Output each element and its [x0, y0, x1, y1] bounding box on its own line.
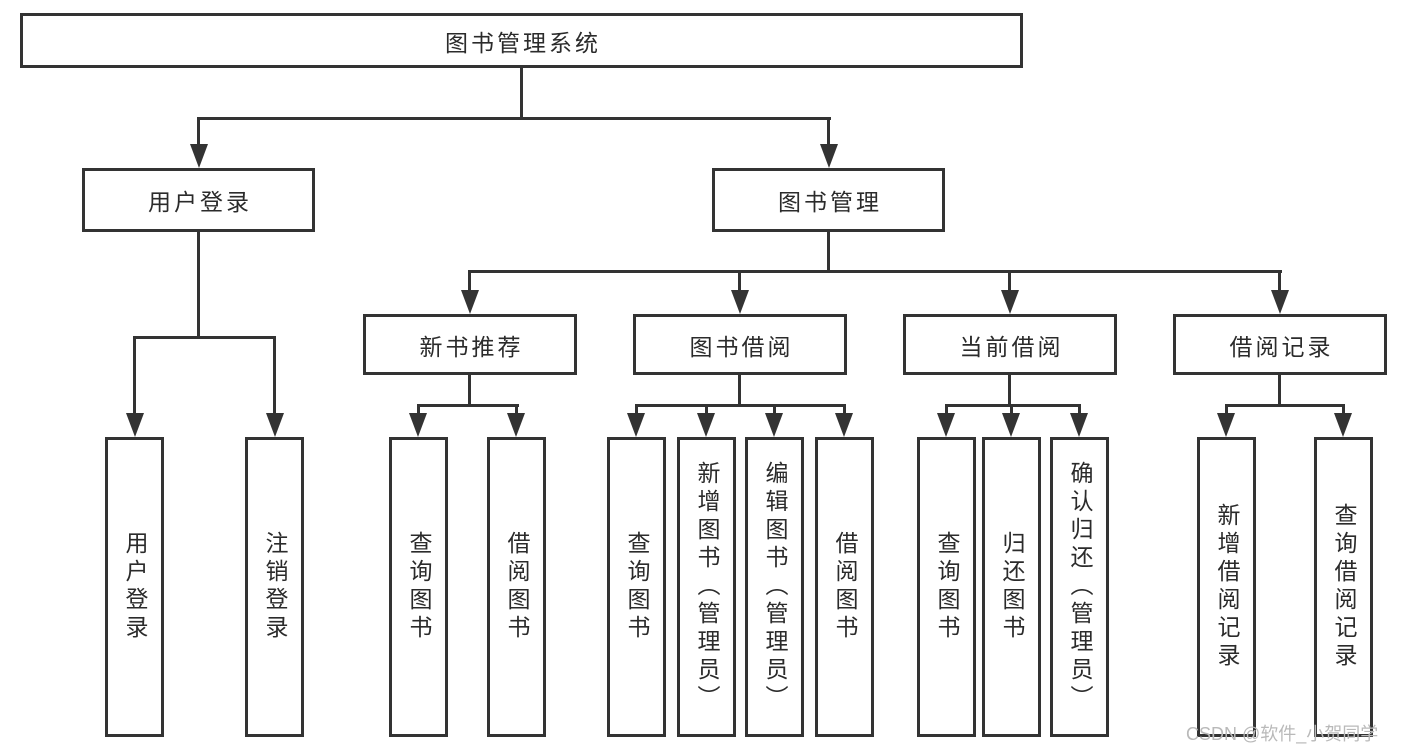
connector-stem-borrow-rec — [515, 404, 518, 416]
node-root: 图书管理系统 — [20, 13, 1023, 68]
connector-borrowmod-split — [635, 404, 846, 407]
connector-stem-current-borrow — [1008, 270, 1011, 296]
connector-stem-return-book — [1010, 404, 1013, 416]
node-add-borrow-record-label: 新增借阅记录 — [1214, 503, 1240, 671]
arrowhead-query-cb — [937, 413, 955, 437]
arrowhead-query-bb — [627, 413, 645, 437]
node-add-book-admin: 新增图书（管理员） — [677, 437, 736, 737]
node-logout-action: 注销登录 — [245, 437, 304, 737]
connector-stem-book-borrow — [738, 270, 741, 296]
arrowhead-query-record — [1334, 413, 1352, 437]
connector-stem-add-book — [705, 404, 708, 416]
arrowhead-edit-book — [765, 413, 783, 437]
node-book-management: 图书管理 — [712, 168, 945, 232]
node-add-borrow-record: 新增借阅记录 — [1197, 437, 1256, 737]
connector-stem-edit-book — [773, 404, 776, 416]
connector-stem-borrow-bb — [843, 404, 846, 416]
node-query-books-recommend-label: 查询图书 — [406, 531, 432, 643]
node-borrow-records: 借阅记录 — [1173, 314, 1387, 375]
arrowhead-borrow-records — [1271, 290, 1289, 314]
node-query-books-borrow: 查询图书 — [607, 437, 666, 737]
node-book-borrow-label: 图书借阅 — [689, 333, 794, 360]
connector-newbook-trunk — [468, 375, 471, 407]
node-return-book-label: 归还图书 — [999, 531, 1025, 643]
csdn-watermark: CSDN @软件_小贺同学 — [1186, 724, 1379, 744]
connector-stem-confirm-return — [1078, 404, 1081, 416]
connector-stem-query-record — [1342, 404, 1345, 416]
node-edit-book-admin-label: 编辑图书（管理员） — [762, 461, 788, 713]
node-borrow-records-label: 借阅记录 — [1229, 333, 1334, 360]
node-logout-action-label: 注销登录 — [262, 531, 288, 643]
connector-current-split — [945, 404, 1081, 407]
node-user-login: 用户登录 — [82, 168, 315, 232]
node-borrow-books-borrow-label: 借阅图书 — [832, 531, 858, 643]
connector-root-trunk — [520, 68, 523, 120]
node-edit-book-admin: 编辑图书（管理员） — [745, 437, 804, 737]
connector-stem-new-book — [468, 270, 471, 296]
node-user-login-label: 用户登录 — [148, 189, 252, 215]
arrowhead-confirm-return — [1070, 413, 1088, 437]
arrowhead-borrow-rec — [507, 413, 525, 437]
arrowhead-book-borrow — [731, 290, 749, 314]
node-confirm-return-admin: 确认归还（管理员） — [1050, 437, 1109, 737]
connector-root-split — [197, 117, 831, 120]
node-query-borrow-record-label: 查询借阅记录 — [1331, 503, 1357, 671]
connector-records-split — [1225, 404, 1345, 407]
connector-stem-query-bb — [635, 404, 638, 416]
node-root-label: 图书管理系统 — [445, 29, 601, 56]
node-query-books-current: 查询图书 — [917, 437, 976, 737]
node-query-borrow-record: 查询借阅记录 — [1314, 437, 1373, 737]
arrowhead-current-borrow — [1001, 290, 1019, 314]
connector-stem-add-record — [1225, 404, 1228, 416]
connector-userlogin-trunk — [197, 232, 200, 338]
arrowhead-add-book — [697, 413, 715, 437]
arrowhead-logout-leaf — [266, 413, 284, 437]
connector-stem-login-leaf — [133, 336, 136, 416]
connector-current-trunk — [1008, 375, 1011, 407]
arrowhead-book-management — [820, 144, 838, 168]
node-add-book-admin-label: 新增图书（管理员） — [694, 461, 720, 713]
arrowhead-return-book — [1002, 413, 1020, 437]
connector-stem-logout-leaf — [273, 336, 276, 416]
node-book-management-label: 图书管理 — [778, 189, 882, 215]
node-user-login-action-label: 用户登录 — [122, 531, 148, 643]
connector-newbook-split — [417, 404, 519, 407]
node-borrow-books-recommend-label: 借阅图书 — [504, 531, 530, 643]
connector-stem-borrow-records — [1278, 270, 1281, 296]
connector-stem-query-cb — [945, 404, 948, 416]
node-current-borrow-label: 当前借阅 — [959, 333, 1064, 360]
arrowhead-add-record — [1217, 413, 1235, 437]
node-borrow-books-borrow: 借阅图书 — [815, 437, 874, 737]
arrowhead-borrow-bb — [835, 413, 853, 437]
node-query-books-recommend: 查询图书 — [389, 437, 448, 737]
arrowhead-user-login — [190, 144, 208, 168]
connector-bookmgmt-split — [468, 270, 1282, 273]
connector-records-trunk — [1278, 375, 1281, 407]
node-borrow-books-recommend: 借阅图书 — [487, 437, 546, 737]
node-confirm-return-admin-label: 确认归还（管理员） — [1067, 461, 1093, 713]
arrowhead-new-book — [461, 290, 479, 314]
connector-stem-book-management — [827, 117, 830, 147]
node-new-book-recommend: 新书推荐 — [363, 314, 577, 375]
connector-bookmgmt-trunk — [827, 232, 830, 273]
connector-stem-user-login — [197, 117, 200, 147]
connector-userlogin-split — [133, 336, 276, 339]
node-query-books-current-label: 查询图书 — [934, 531, 960, 643]
connector-borrowmod-trunk — [738, 375, 741, 407]
node-new-book-recommend-label: 新书推荐 — [419, 333, 524, 360]
connector-stem-query-rec — [417, 404, 420, 416]
node-query-books-borrow-label: 查询图书 — [624, 531, 650, 643]
arrowhead-login-leaf — [126, 413, 144, 437]
node-return-book: 归还图书 — [982, 437, 1041, 737]
node-book-borrow: 图书借阅 — [633, 314, 847, 375]
node-current-borrow: 当前借阅 — [903, 314, 1117, 375]
arrowhead-query-rec — [409, 413, 427, 437]
node-user-login-action: 用户登录 — [105, 437, 164, 737]
